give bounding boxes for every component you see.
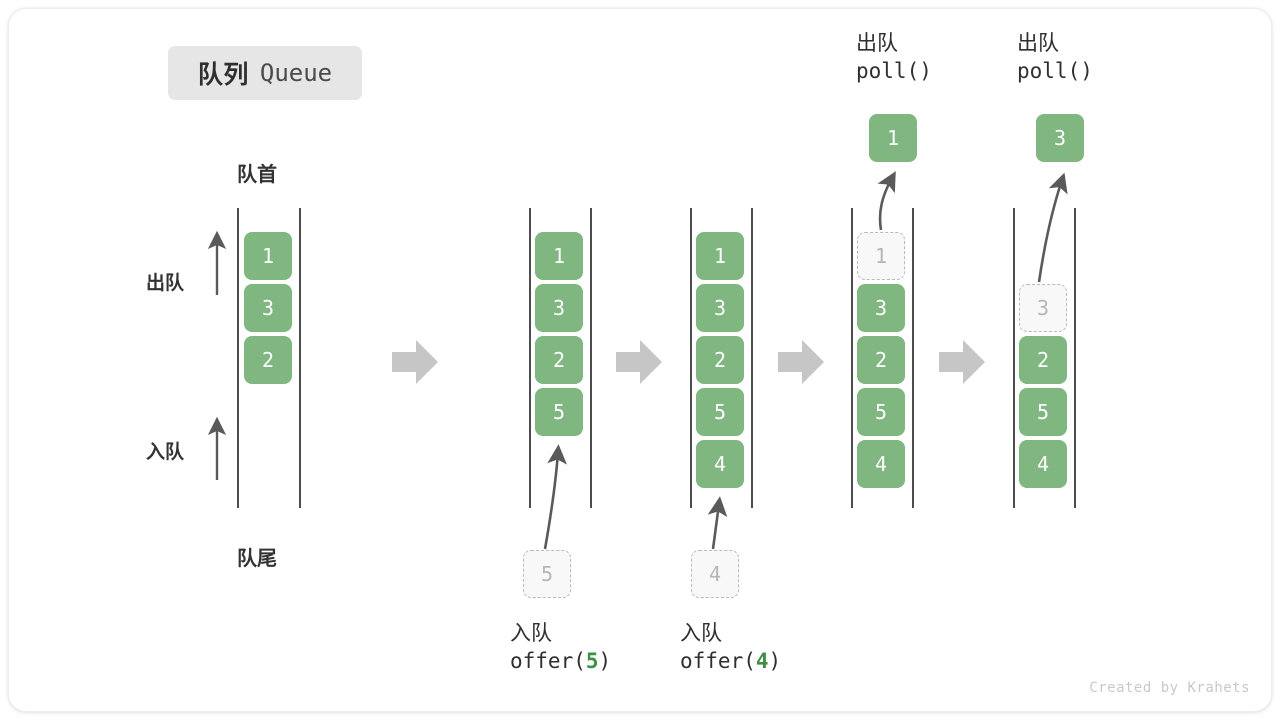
- incoming-ghost-element: 4: [691, 550, 739, 598]
- queue-slot: 1: [535, 232, 583, 280]
- caption-poll-1: 出队 poll(): [856, 30, 932, 86]
- rail-right: [912, 208, 914, 508]
- queue-slot: 2: [696, 336, 744, 384]
- caption-poll-3: 出队 poll(): [1017, 30, 1093, 86]
- queue-rear-label: 队尾: [237, 548, 277, 570]
- rail-right: [1074, 208, 1076, 508]
- caption-offer-5: 入队 offer(5): [510, 620, 611, 676]
- watermark: Created by Krahets: [1089, 680, 1250, 696]
- title-badge: 队列 Queue: [168, 46, 362, 100]
- queue-front-label: 队首: [237, 164, 277, 186]
- queue-slot: 5: [857, 388, 905, 436]
- rail-right: [751, 208, 753, 508]
- queue-slot: 2: [857, 336, 905, 384]
- rail-right: [590, 208, 592, 508]
- rail-right: [299, 208, 301, 508]
- enqueue-side-label: 入队: [146, 442, 185, 463]
- popped-element: 3: [1036, 114, 1084, 162]
- rail-left: [237, 208, 239, 508]
- caption-code: poll(): [1017, 58, 1093, 83]
- caption-code: poll(): [856, 58, 932, 83]
- caption-cn: 入队: [510, 622, 552, 645]
- queue-slot: 5: [696, 388, 744, 436]
- step-arrow-2: [616, 340, 662, 384]
- rail-left: [1013, 208, 1015, 508]
- caption-code: offer(4): [680, 648, 782, 673]
- caption-cn: 出队: [856, 32, 898, 55]
- step-arrow-3: [778, 340, 824, 384]
- queue-slot-removed: 3: [1019, 284, 1067, 332]
- rail-left: [851, 208, 853, 508]
- queue-slot: 2: [244, 336, 292, 384]
- queue-slot: 1: [696, 232, 744, 280]
- rail-left: [690, 208, 692, 508]
- queue-slot: 4: [1019, 440, 1067, 488]
- queue-slot: 3: [696, 284, 744, 332]
- queue-slot: 2: [1019, 336, 1067, 384]
- queue-slot-new: 4: [696, 440, 744, 488]
- queue-slot-removed: 1: [857, 232, 905, 280]
- queue-slot: 5: [1019, 388, 1067, 436]
- rail-left: [529, 208, 531, 508]
- queue-slot: 4: [857, 440, 905, 488]
- caption-cn: 入队: [680, 622, 722, 645]
- step-arrow-4: [939, 340, 985, 384]
- queue-slot: 3: [244, 284, 292, 332]
- caption-code: offer(5): [510, 648, 612, 673]
- incoming-ghost-element: 5: [523, 550, 571, 598]
- dequeue-side-label: 出队: [146, 273, 185, 294]
- queue-slot: 2: [535, 336, 583, 384]
- queue-slot: 3: [535, 284, 583, 332]
- caption-cn: 出队: [1017, 32, 1059, 55]
- popped-element: 1: [869, 114, 917, 162]
- step-arrow-1: [392, 340, 438, 384]
- queue-slot: 3: [857, 284, 905, 332]
- title-chinese: 队列: [197, 61, 249, 89]
- title-english: Queue: [259, 59, 333, 87]
- queue-slot: 1: [244, 232, 292, 280]
- caption-offer-4: 入队 offer(4): [680, 620, 781, 676]
- queue-slot-new: 5: [535, 388, 583, 436]
